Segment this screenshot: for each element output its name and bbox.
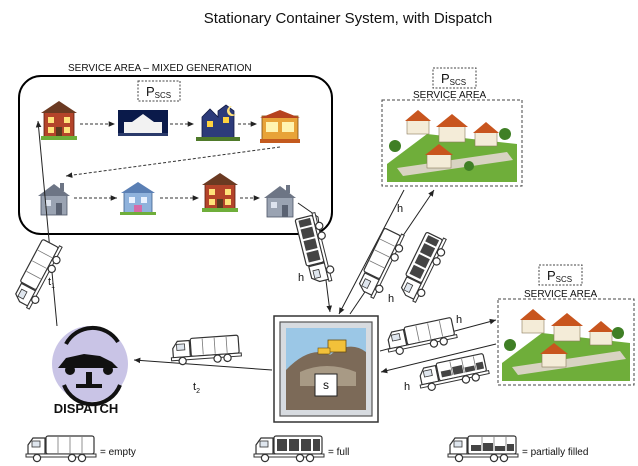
truck-icon-partial [448,436,518,462]
legend-full-label: = full [328,447,349,458]
route-label-t1: t1 [48,276,55,290]
pscs-sub: SCS [155,91,171,100]
white-house-icon [118,110,168,136]
route-label-h: h [456,314,462,326]
legend-empty: = empty [26,436,136,462]
haunted-house-icon [196,104,240,141]
dispatch-logo-icon [52,325,128,407]
house-icon [263,184,297,218]
neighborhood-icon [387,110,517,182]
site-label-box [314,373,338,397]
right-pscs-tag: PSCS [538,264,583,286]
route-label-h: h [388,293,394,305]
truck-icon-full [397,230,451,304]
pscs-sub: SCS [450,78,466,87]
right-service-area-label: SERVICE AREA [524,289,598,300]
house-icon [37,182,71,216]
house-icon [201,172,239,213]
truck-icon-partial [416,353,490,393]
pscs-main: P [146,84,155,99]
diagram-title: Stationary Container System, with Dispat… [204,10,492,27]
truck-icon-empty [355,226,409,300]
pscs-main: P [547,268,556,283]
dispatch-label: DISPATCH [54,401,119,416]
pscs-main: P [441,71,450,86]
legend-empty-label: = empty [100,447,136,458]
svg-text:PSCS: PSCS [441,71,466,87]
route-t2 [133,357,273,371]
route-label-h: h [404,381,410,393]
route-arrow-return [65,146,281,178]
legend-partial: = partially filled [448,436,588,462]
svg-text:PSCS: PSCS [146,84,171,100]
truck-icon-empty [26,436,96,462]
svg-text:PSCS: PSCS [547,268,572,284]
truck-icon-empty [170,335,242,365]
mixed-service-area-box [18,75,333,235]
route-top-to-site [338,189,405,315]
truck-icon-empty [11,237,66,311]
route-t1 [35,120,58,327]
house-icon [40,100,78,141]
truck-icon-empty [384,317,458,357]
house-icon [120,182,156,215]
route-label-h: h [298,272,304,284]
shop-icon [260,110,300,143]
route-label-h: h [397,203,403,215]
route-label-t2: t2 [193,381,200,395]
pscs-sub: SCS [556,275,572,284]
landfill-icon [273,315,379,423]
route-right-to-site [380,343,497,374]
top-pscs-tag: PSCS [432,67,477,89]
mixed-area-pscs-tag: PSCS [137,80,181,102]
top-service-area-label: SERVICE AREA [413,90,487,101]
mixed-area-label: SERVICE AREA – MIXED GENERATION [68,63,252,74]
top-service-area-box [381,99,523,187]
right-service-area-box [497,298,635,386]
legend-full: = full [254,436,349,462]
site-label: s [323,378,329,392]
neighborhood-icon [502,309,630,381]
legend-partial-label: = partially filled [522,447,588,458]
truck-icon-full [254,436,324,462]
